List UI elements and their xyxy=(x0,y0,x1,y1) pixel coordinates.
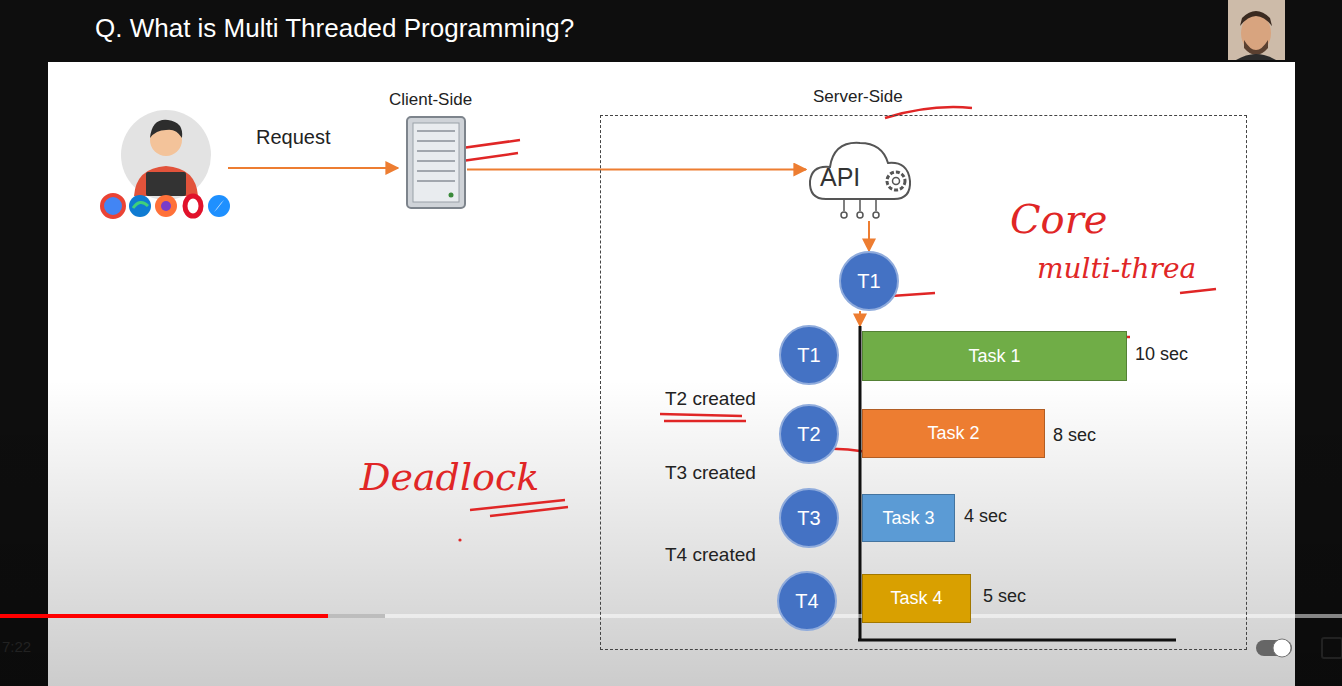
red-scribble xyxy=(885,107,972,118)
server-slot xyxy=(417,170,455,172)
thread-label: T1 xyxy=(857,270,880,293)
server-slot xyxy=(417,150,455,152)
event-note: T2 created xyxy=(665,388,756,410)
progress-buffered xyxy=(328,614,385,618)
arrow-label: Request xyxy=(256,126,331,149)
presenter-frame xyxy=(1228,0,1285,60)
handwritten-note: multi-threa xyxy=(1037,252,1196,285)
region-heading: Client-Side xyxy=(389,90,472,110)
duration-label: 10 sec xyxy=(1135,344,1188,365)
thread-label: T2 xyxy=(797,423,820,446)
antenna-line xyxy=(875,199,877,211)
gear-hub xyxy=(893,178,900,185)
time-axis xyxy=(858,639,1176,642)
slide-title: Q. What is Multi Threaded Programming? xyxy=(95,13,574,44)
red-scribble xyxy=(470,500,568,516)
edge-icon-mark xyxy=(133,202,148,208)
cloud-outline xyxy=(810,143,910,199)
firefox-icon xyxy=(155,195,177,217)
server-slot xyxy=(417,160,455,162)
server-slot xyxy=(417,140,455,142)
task-bar: Task 3 xyxy=(862,494,955,542)
red-dot xyxy=(458,538,461,541)
thread-circle: T4 xyxy=(777,571,837,631)
request-arrow xyxy=(228,167,398,169)
red-scribble xyxy=(660,414,746,421)
duration-label: 8 sec xyxy=(1053,425,1096,446)
captions-icon xyxy=(1322,638,1342,658)
task-label: Task 4 xyxy=(890,588,942,609)
thread-circle: T2 xyxy=(779,404,839,464)
opera-icon xyxy=(185,196,201,216)
edge-icon xyxy=(129,195,151,217)
server-drawing xyxy=(405,115,467,210)
title-bar: Q. What is Multi Threaded Programming? xyxy=(48,0,1218,62)
server-led xyxy=(449,193,454,198)
antenna-dot xyxy=(841,212,847,218)
api-cloud: API xyxy=(806,129,913,221)
antenna-line xyxy=(859,199,861,211)
server-front xyxy=(413,123,459,202)
chrome-icon xyxy=(102,195,124,217)
thread-label: T4 xyxy=(795,590,818,613)
thread-label: T1 xyxy=(797,344,820,367)
server-region: Server-SideAPIT1T1Task 1T2Task 2T3Task 3… xyxy=(600,115,1247,650)
handwritten-note: Deadlock xyxy=(360,455,539,499)
server-icon: Client-Side xyxy=(405,115,467,210)
safari-needle xyxy=(214,200,224,212)
flow-arrow xyxy=(467,169,806,171)
thread-circle: T3 xyxy=(779,488,839,548)
event-note: T3 created xyxy=(665,462,756,484)
presenter-beard xyxy=(1244,40,1268,55)
presenter-hair xyxy=(1240,11,1272,26)
user-avatar-bg xyxy=(121,110,211,200)
server-slot xyxy=(417,130,455,132)
antenna-dot xyxy=(873,212,879,218)
autoplay-knob xyxy=(1273,639,1291,657)
video-shade xyxy=(0,380,1342,686)
event-note: T4 created xyxy=(665,544,756,566)
autoplay-toggle xyxy=(1256,640,1292,656)
server-case xyxy=(407,117,465,208)
firefox-icon-core xyxy=(161,201,171,211)
task-bar: Task 2 xyxy=(862,409,1045,458)
flow-arrow xyxy=(859,311,861,326)
task-label: Task 3 xyxy=(882,508,934,529)
server-slot xyxy=(417,180,455,182)
user-shirt xyxy=(134,166,198,196)
task-label: Task 1 xyxy=(968,346,1020,367)
handwritten-note: Core xyxy=(1010,196,1107,242)
thread-circle: T1 xyxy=(839,251,899,311)
flow-arrow xyxy=(868,221,870,251)
thread-label: T3 xyxy=(797,507,820,530)
task-bar: Task 1 xyxy=(862,331,1127,381)
region-heading: Server-Side xyxy=(813,87,903,107)
red-scribble xyxy=(1180,289,1216,293)
api-text: API xyxy=(820,163,860,192)
task-label: Task 2 xyxy=(927,423,979,444)
duration-label: 4 sec xyxy=(964,506,1007,527)
thread-circle: T1 xyxy=(779,325,839,385)
antenna-line xyxy=(843,199,845,211)
task-bar: Task 4 xyxy=(862,574,971,623)
antenna-dot xyxy=(857,212,863,218)
video-time: 7:22 xyxy=(2,638,31,655)
gear-icon xyxy=(887,172,905,190)
progress-played xyxy=(0,614,328,618)
safari-icon xyxy=(208,195,230,217)
duration-label: 5 sec xyxy=(983,586,1026,607)
user-hair xyxy=(150,120,182,138)
presenter-shirt xyxy=(1236,54,1276,60)
user-laptop xyxy=(146,172,186,196)
